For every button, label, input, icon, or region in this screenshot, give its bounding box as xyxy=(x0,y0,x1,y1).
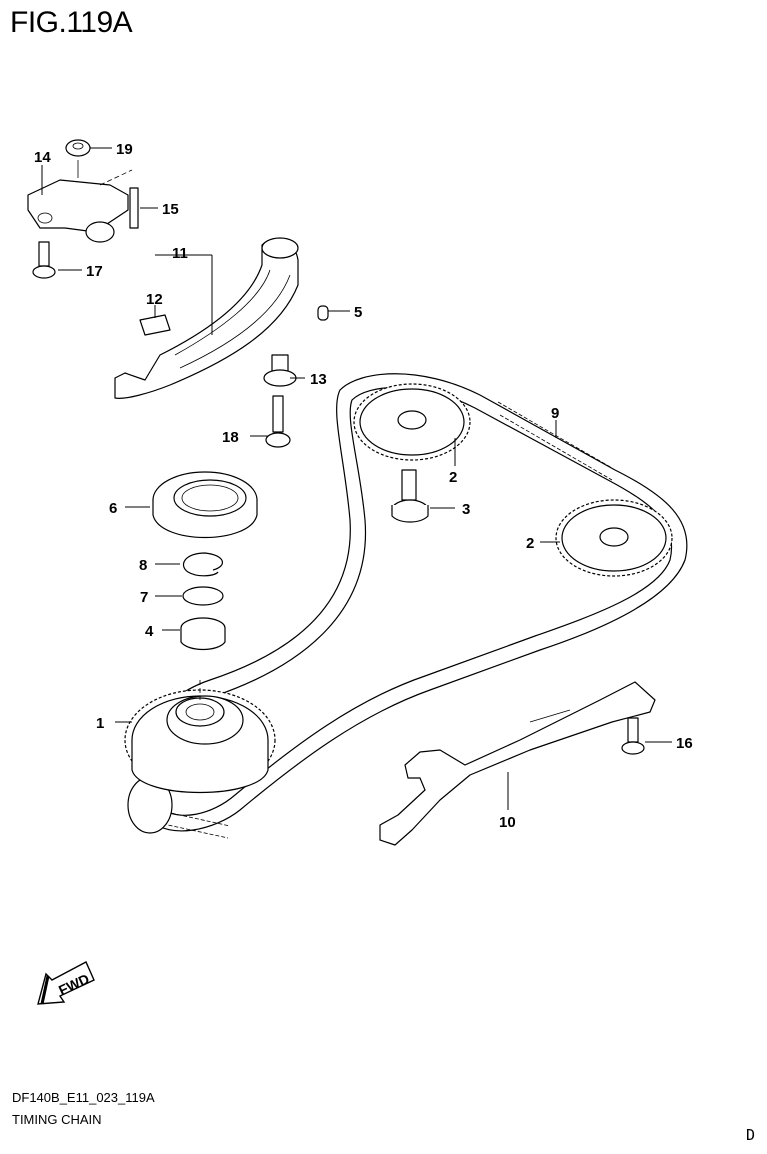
callout-19: 19 xyxy=(116,141,133,158)
callout-9: 9 xyxy=(551,405,559,422)
callout-5: 5 xyxy=(354,304,362,321)
page-letter: D xyxy=(746,1126,756,1144)
callout-2-lower: 2 xyxy=(526,535,534,552)
guide-bolt xyxy=(265,395,291,448)
callout-8: 8 xyxy=(139,557,147,574)
stud xyxy=(129,187,139,229)
callout-2-upper: 2 xyxy=(449,469,457,486)
callout-3: 3 xyxy=(462,501,470,518)
o-ring xyxy=(182,586,224,606)
callout-17: 17 xyxy=(86,263,103,280)
chain-guide-lower xyxy=(379,681,656,846)
callout-leaders xyxy=(41,147,672,810)
sprocket-bolt xyxy=(391,469,429,523)
fwd-arrow: FWD xyxy=(37,961,95,1005)
collar xyxy=(263,354,297,387)
callout-11: 11 xyxy=(172,245,188,262)
chain-guide-upper xyxy=(114,237,299,399)
figure-title: FIG.119A xyxy=(10,6,133,39)
dowel-pin xyxy=(317,305,329,321)
callout-10: 10 xyxy=(499,814,516,831)
camshaft-sprocket-upper xyxy=(353,383,471,461)
callout-12: 12 xyxy=(146,291,163,308)
guide-bolt-lower xyxy=(621,717,645,755)
callout-1: 1 xyxy=(96,715,104,732)
callout-6: 6 xyxy=(109,500,117,517)
camshaft-sprocket-lower xyxy=(555,499,673,577)
crankshaft-gear xyxy=(124,680,276,834)
callout-7: 7 xyxy=(140,589,148,606)
figure-caption: TIMING CHAIN xyxy=(12,1112,102,1127)
callout-16: 16 xyxy=(676,735,693,752)
circlip xyxy=(183,552,223,577)
cap xyxy=(180,617,226,651)
callout-4: 4 xyxy=(145,623,154,640)
guide-slipper xyxy=(139,314,171,336)
figure-code: DF140B_E11_023_119A xyxy=(12,1090,155,1105)
tensioner-bolt xyxy=(32,241,56,279)
tensioner-nut xyxy=(65,139,91,157)
callout-18: 18 xyxy=(222,429,239,446)
callout-15: 15 xyxy=(162,201,179,218)
callout-14: 14 xyxy=(34,149,51,166)
bearing xyxy=(152,471,258,538)
callout-13: 13 xyxy=(310,371,327,388)
chain-tensioner xyxy=(27,179,129,243)
